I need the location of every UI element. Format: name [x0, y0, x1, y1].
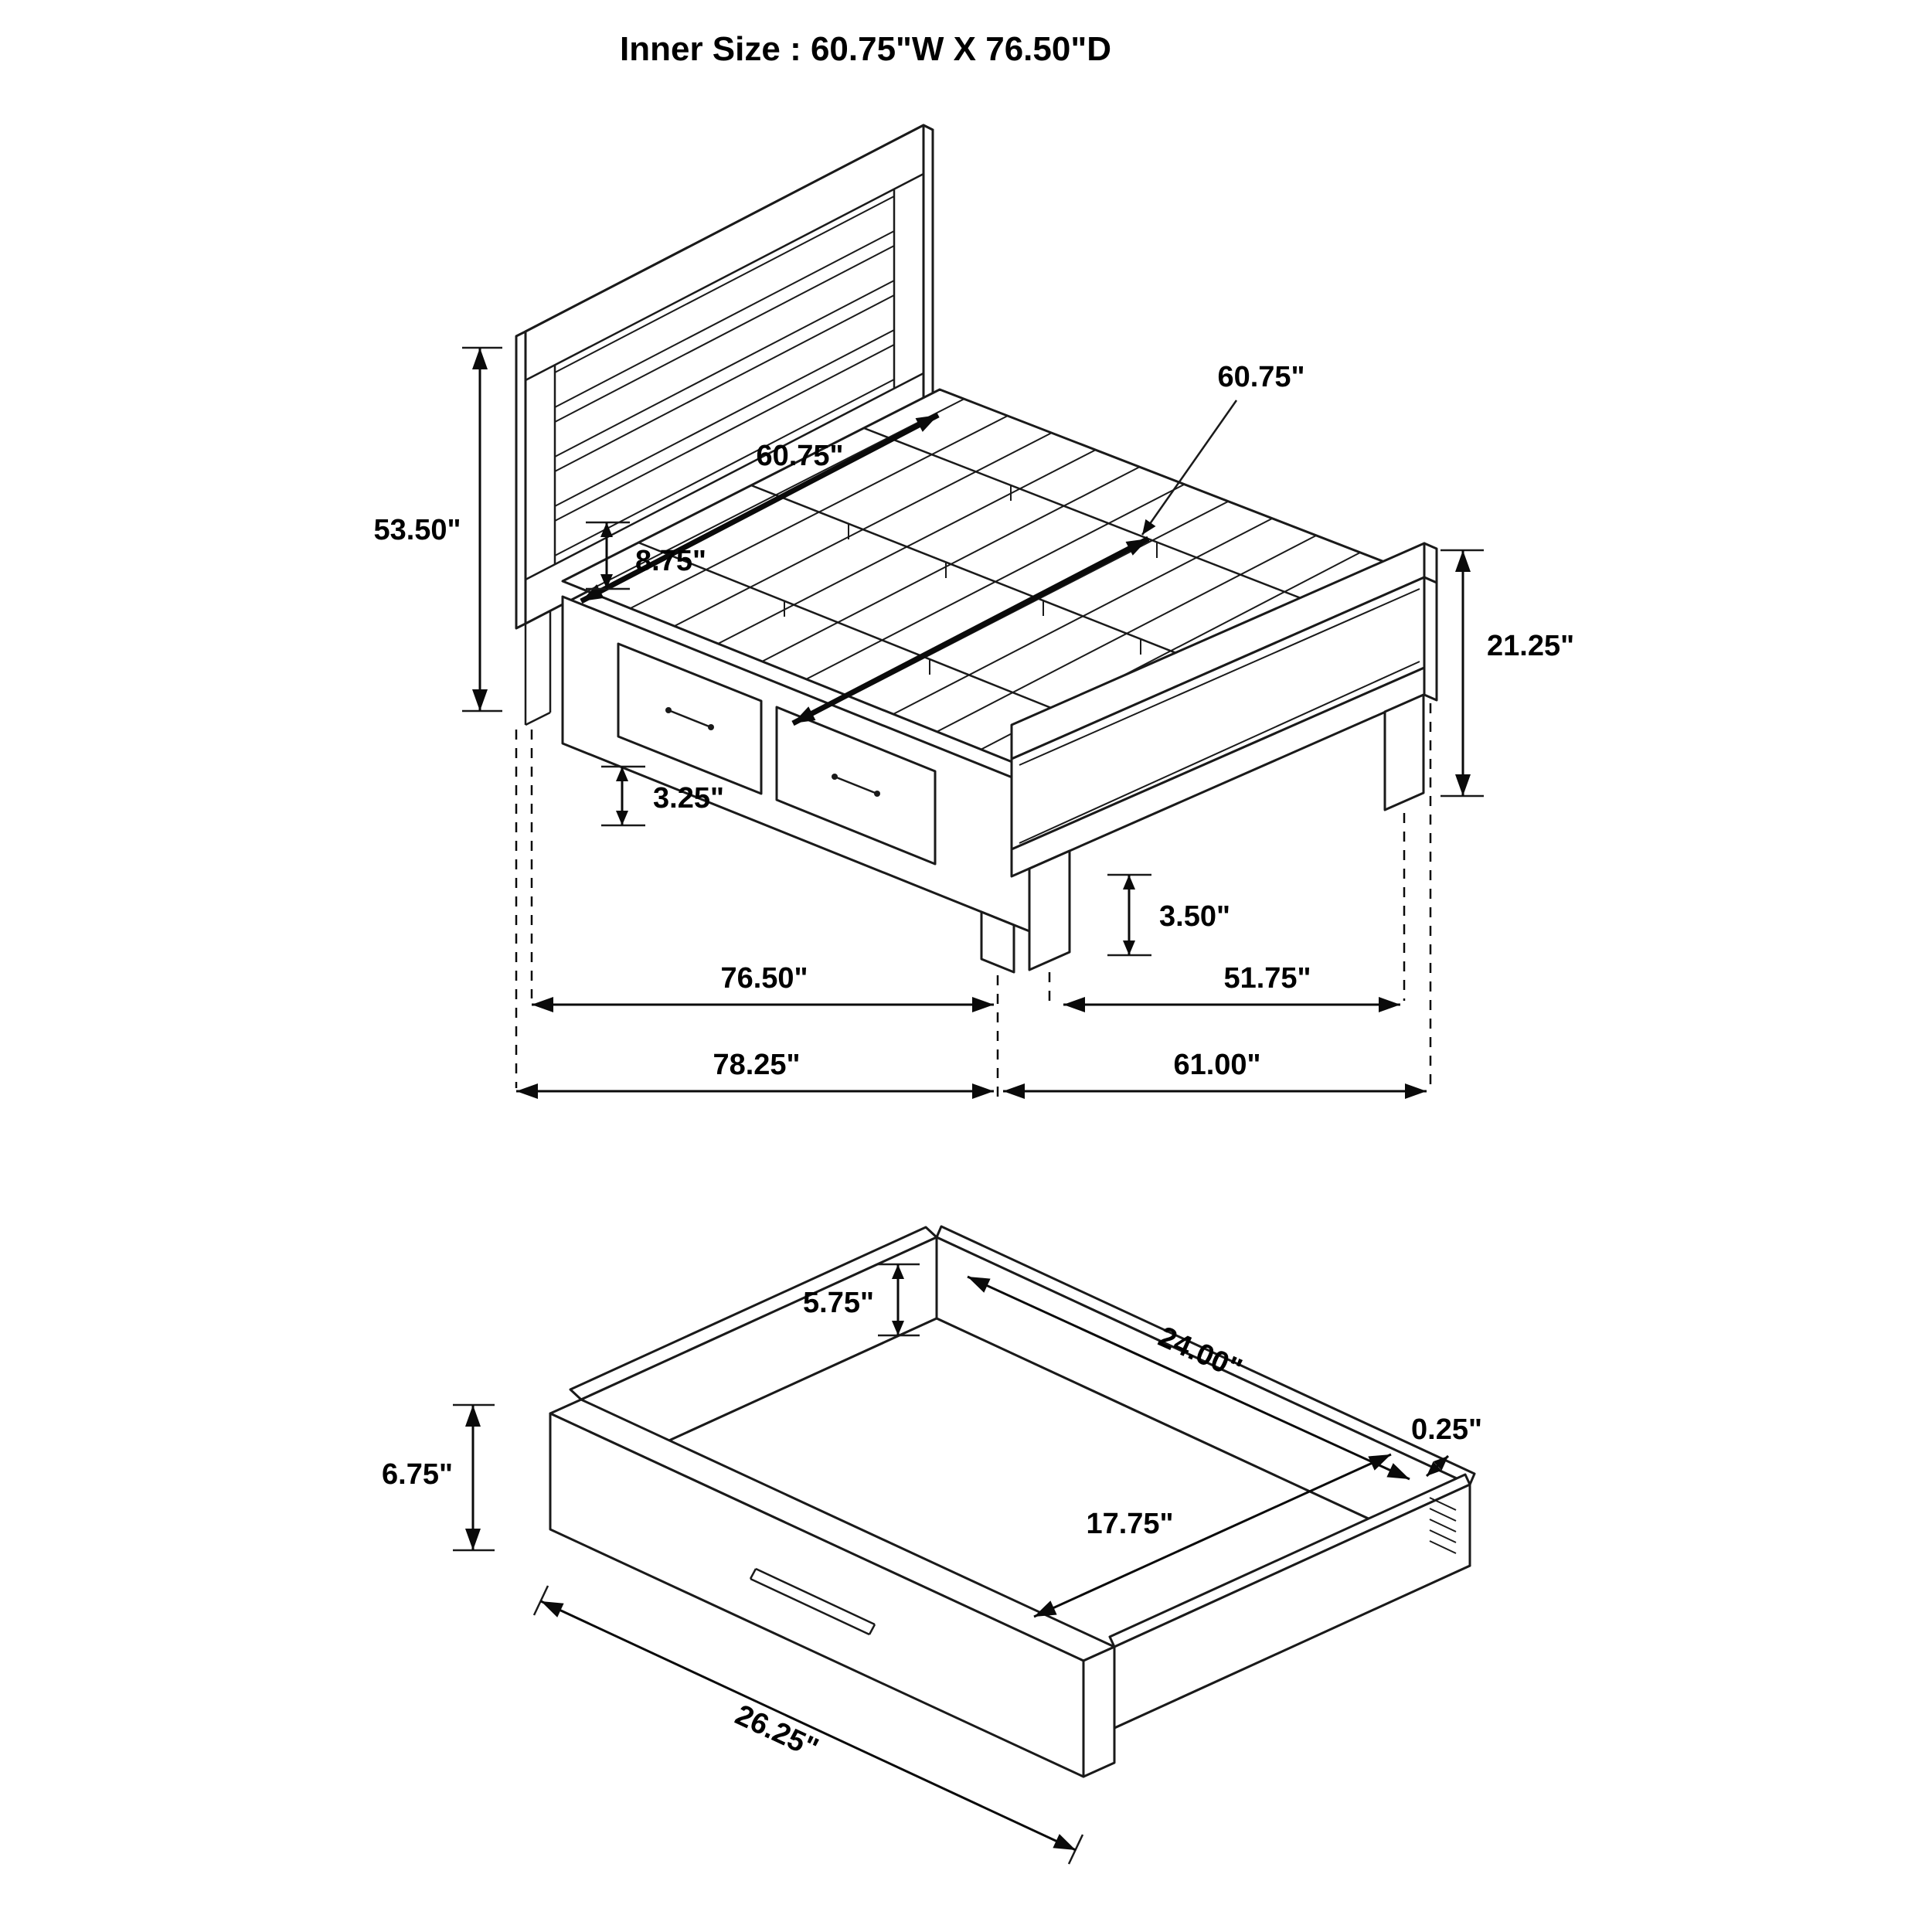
page-title: Inner Size : 60.75"W X 76.50"D: [620, 30, 1111, 68]
dim-drawer-clearance: 3.25": [653, 782, 724, 815]
dim-inner-width-callout: 60.75": [1217, 361, 1304, 393]
dim-leg-height: 3.50": [1159, 900, 1230, 933]
dim-headboard-height: 53.50": [373, 514, 461, 546]
dim-deck-height: 8.75": [635, 545, 706, 577]
dim-drawer-side-thickness: 0.25": [1411, 1413, 1482, 1446]
dim-footboard-height: 21.25": [1487, 630, 1574, 662]
dim-drawer-front-width: 26.25": [730, 1699, 823, 1765]
bed-diagram: 53.50" 60.75" 60.75" 8.75" 21.25" 3.25": [373, 124, 1574, 1099]
drawer-diagram: 5.75" 24.00" 0.25" 6.75" 17.75" 26.25": [382, 1225, 1482, 1865]
storage-drawer-1: [617, 642, 763, 795]
dim-inner-depth: 76.50": [720, 962, 808, 995]
dim-overall-width: 61.00": [1173, 1049, 1260, 1081]
storage-drawer-2: [775, 706, 937, 866]
storage-rail: [561, 595, 1050, 974]
dim-drawer-inner-depth: 17.75": [1086, 1508, 1173, 1540]
dim-overall-depth: 78.25": [713, 1049, 800, 1081]
dim-footboard-span: 51.75": [1223, 962, 1311, 995]
dim-drawer-inner-height: 5.75": [803, 1287, 874, 1319]
joint-hatching: [1429, 1497, 1457, 1554]
extension-lines: [515, 703, 1432, 1097]
dim-drawer-front-height: 6.75": [382, 1458, 453, 1491]
dim-inner-width: 60.75": [756, 440, 843, 472]
drawer-box: [549, 1225, 1476, 1778]
bed-dimensions: 53.50" 60.75" 60.75" 8.75" 21.25" 3.25": [373, 346, 1574, 1099]
